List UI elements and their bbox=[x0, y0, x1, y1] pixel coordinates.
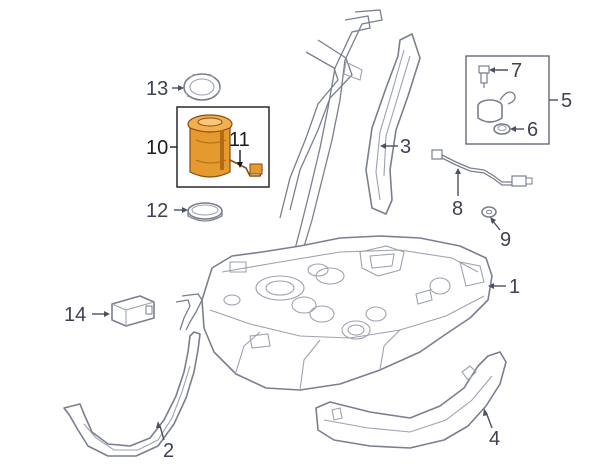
callout-8[interactable]: 8 bbox=[452, 198, 463, 220]
leader-lines bbox=[92, 67, 558, 441]
filler-pipe-assembly bbox=[279, 9, 383, 269]
part-4-tank-shield bbox=[315, 351, 507, 449]
callout-12[interactable]: 12 bbox=[146, 200, 168, 222]
callout-1[interactable]: 1 bbox=[509, 276, 520, 298]
callout-5[interactable]: 5 bbox=[561, 90, 572, 112]
callout-10[interactable]: 10 bbox=[146, 137, 168, 159]
part-6-grommet bbox=[493, 123, 511, 135]
callout-3[interactable]: 3 bbox=[400, 136, 411, 158]
callout-7[interactable]: 7 bbox=[511, 60, 522, 82]
part-14-control-module bbox=[111, 295, 155, 327]
vent-valve-body bbox=[477, 91, 516, 123]
callout-2[interactable]: 2 bbox=[163, 440, 174, 462]
callout-14[interactable]: 14 bbox=[64, 304, 86, 326]
part-2-tank-strap bbox=[63, 293, 203, 457]
callout-numbers: 1 2 3 4 5 6 7 8 9 10 11 12 13 14 bbox=[64, 60, 572, 462]
callout-9[interactable]: 9 bbox=[500, 229, 511, 251]
part-1-fuel-tank bbox=[201, 235, 493, 391]
callout-6[interactable]: 6 bbox=[527, 119, 538, 141]
part-9-washer bbox=[481, 206, 497, 218]
part-13-lock-ring bbox=[183, 73, 221, 101]
part-8-wire-harness bbox=[431, 149, 533, 187]
part-12-seal bbox=[187, 202, 223, 222]
callout-4[interactable]: 4 bbox=[489, 428, 500, 450]
part-3-heat-shield bbox=[365, 33, 421, 215]
callout-13[interactable]: 13 bbox=[146, 78, 168, 100]
part-10-fuel-pump-module bbox=[176, 106, 270, 188]
part-7-valve bbox=[478, 65, 490, 88]
callout-11[interactable]: 11 bbox=[229, 129, 250, 151]
